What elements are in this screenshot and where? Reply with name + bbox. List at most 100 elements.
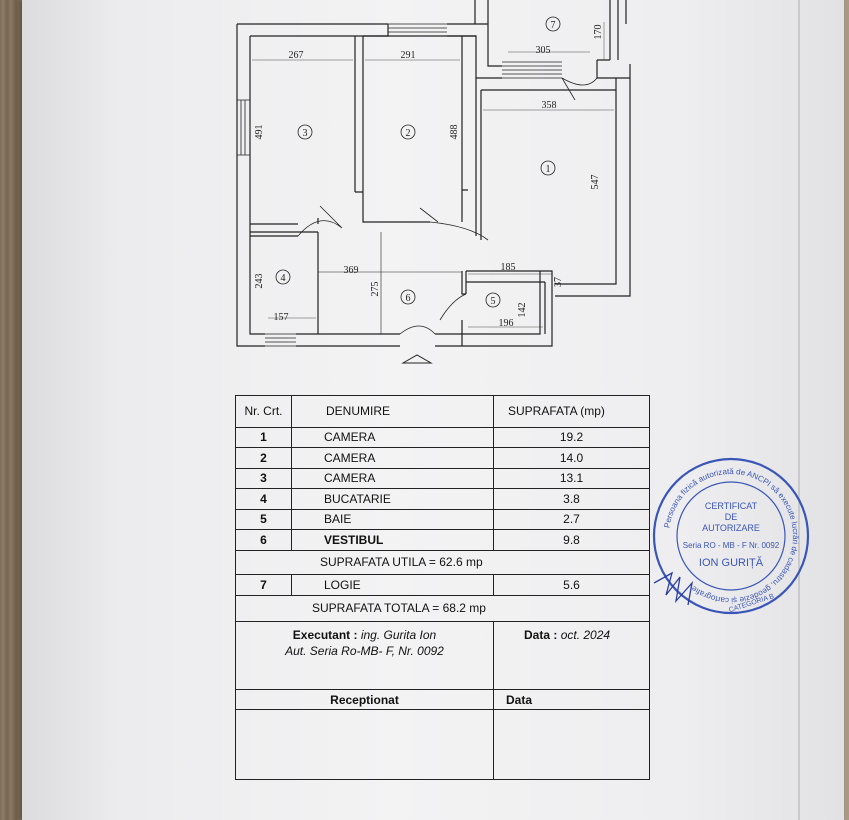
door-arc-3 — [561, 77, 598, 101]
useful-area-text: SUPRAFATA UTILA = 62.6 mp — [235, 549, 650, 576]
dim-170: 170 — [593, 25, 604, 40]
entrance-arrow-icon — [401, 354, 433, 364]
room-number-6: 6 — [406, 293, 411, 304]
room-number-5: 5 — [491, 296, 496, 307]
stamp-title3: AUTORIZARE — [702, 523, 760, 533]
received-date-label: Data — [493, 688, 650, 711]
table-row: 4 BUCATARIE 3.8 — [235, 488, 650, 510]
table-edge-right — [840, 0, 849, 820]
dim-291: 291 — [401, 50, 416, 61]
table-row: 7 LOGIE 5.6 — [235, 574, 650, 596]
room3-walls — [250, 36, 430, 225]
room-number-7: 7 — [551, 20, 556, 31]
right-wall — [555, 64, 631, 297]
table-row: 3 CAMERA 13.1 — [235, 467, 650, 490]
row-nr: 4 — [235, 488, 292, 510]
window-left — [237, 99, 250, 156]
row-area: 5.6 — [493, 574, 650, 596]
row-area: 2.7 — [493, 508, 650, 531]
receptionat-blank-row — [235, 709, 650, 780]
area-table: Nr. Crt. DENUMIRE SUPRAFATA (mp) 1 CAMER… — [235, 395, 650, 780]
room1-inner — [480, 89, 616, 240]
window-bottom — [265, 333, 296, 347]
row-nr: 6 — [235, 529, 292, 551]
received-signature-cell — [235, 709, 494, 780]
header-name: DENUMIRE — [291, 395, 494, 428]
executant-name: ing. Gurita Ion — [360, 628, 437, 643]
row-area: 9.8 — [493, 529, 650, 551]
stamp-ring-text: Persoana fizică autorizată de ANCPI să e… — [663, 467, 801, 605]
door-arc-2 — [419, 207, 489, 241]
row-name: VESTIBUL — [291, 529, 494, 551]
room2-walls — [363, 35, 477, 236]
row-name: CAMERA — [291, 426, 494, 449]
row-area: 13.1 — [493, 467, 650, 490]
door-arc-4 — [399, 325, 436, 335]
date-value: oct. 2024 — [560, 628, 611, 643]
stamp-series: Seria RO - MB - F Nr. 0092 — [683, 541, 780, 550]
dim-547: 547 — [590, 175, 601, 190]
hall-divider — [318, 232, 462, 334]
stamp-name: ION GURIȚĂ — [699, 556, 764, 569]
row-name: BAIE — [291, 508, 494, 531]
authorization-text: Aut. Seria Ro-MB- F, Nr. 0092 — [285, 644, 444, 659]
table-row: 6 VESTIBUL 9.8 — [235, 529, 650, 551]
executant-label: Executant : — [292, 628, 358, 643]
total-area-row: SUPRAFATA TOTALA = 68.2 mp — [235, 594, 650, 623]
dim-267: 267 — [289, 50, 304, 61]
received-date-cell — [493, 709, 650, 780]
date-cell: Data : oct. 2024 — [493, 621, 650, 690]
loggia-window — [502, 61, 562, 79]
row-area: 14.0 — [493, 447, 650, 469]
row-name: CAMERA — [291, 467, 494, 490]
door-arc-1 — [297, 205, 343, 237]
executant-row: Executant : ing. Gurita Ion Aut. Seria R… — [235, 621, 650, 690]
row-area: 19.2 — [493, 426, 650, 449]
date-label: Data : — [524, 628, 558, 643]
dim-305: 305 — [536, 45, 551, 56]
row-name: LOGIE — [291, 574, 494, 596]
kitchen-walls — [250, 231, 319, 334]
room-number-3: 3 — [303, 128, 308, 139]
stamp-title1: CERTIFICAT — [705, 501, 758, 511]
dim-488: 488 — [449, 125, 460, 140]
dim-358: 358 — [542, 100, 557, 111]
useful-area-row: SUPRAFATA UTILA = 62.6 mp — [235, 549, 650, 576]
window-top — [388, 23, 447, 37]
dim-157: 157 — [274, 312, 289, 323]
dim-243: 243 — [254, 274, 265, 289]
dim-142: 142 — [517, 303, 528, 318]
row-nr: 5 — [235, 508, 292, 531]
header-area: SUPRAFATA (mp) — [493, 395, 650, 428]
table-header-row: Nr. Crt. DENUMIRE SUPRAFATA (mp) — [235, 395, 650, 428]
row-name: BUCATARIE — [291, 488, 494, 510]
received-label: Receptionat — [235, 688, 494, 711]
wall-right-top — [447, 23, 502, 79]
dim-185: 185 — [501, 262, 516, 273]
table-row: 2 CAMERA 14.0 — [235, 447, 650, 469]
page-fold-line — [798, 0, 800, 820]
dim-196: 196 — [499, 318, 514, 329]
dim-275: 275 — [370, 282, 381, 297]
room-number-4: 4 — [281, 273, 286, 284]
room-number-2: 2 — [406, 128, 411, 139]
total-area-text: SUPRAFATA TOTALA = 68.2 mp — [235, 594, 650, 623]
receptionat-header-row: Receptionat Data — [235, 688, 650, 711]
header-nr: Nr. Crt. — [235, 395, 292, 428]
door-arc-5 — [439, 293, 467, 321]
outer-wall — [236, 23, 553, 347]
dim-491: 491 — [254, 125, 265, 140]
row-nr: 1 — [235, 426, 292, 449]
dim-37: 37 — [553, 277, 564, 287]
row-nr: 2 — [235, 447, 292, 469]
signature-scribble — [653, 571, 694, 606]
room-number-1: 1 — [546, 164, 551, 175]
bath-walls — [461, 271, 546, 346]
row-nr: 7 — [235, 574, 292, 596]
executant-cell: Executant : ing. Gurita Ion Aut. Seria R… — [235, 621, 494, 690]
table-row: 1 CAMERA 19.2 — [235, 426, 650, 449]
dim-369: 369 — [344, 265, 359, 276]
row-name: CAMERA — [291, 447, 494, 469]
row-nr: 3 — [235, 467, 292, 490]
floor-plan: 267 291 305 170 358 491 488 547 243 369 … — [236, 0, 631, 364]
